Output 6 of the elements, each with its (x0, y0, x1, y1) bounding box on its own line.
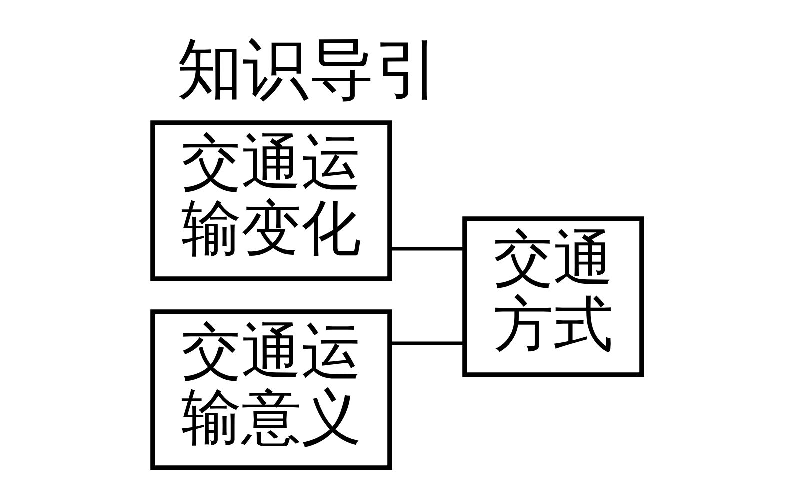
node-box: 交通方式 (462, 216, 644, 378)
node-box: 交通运输意义 (150, 310, 392, 470)
diagram-title: 知识导引 (176, 30, 440, 108)
connector (390, 247, 464, 251)
node-box: 交通运输变化 (150, 120, 392, 282)
connector (390, 342, 464, 346)
